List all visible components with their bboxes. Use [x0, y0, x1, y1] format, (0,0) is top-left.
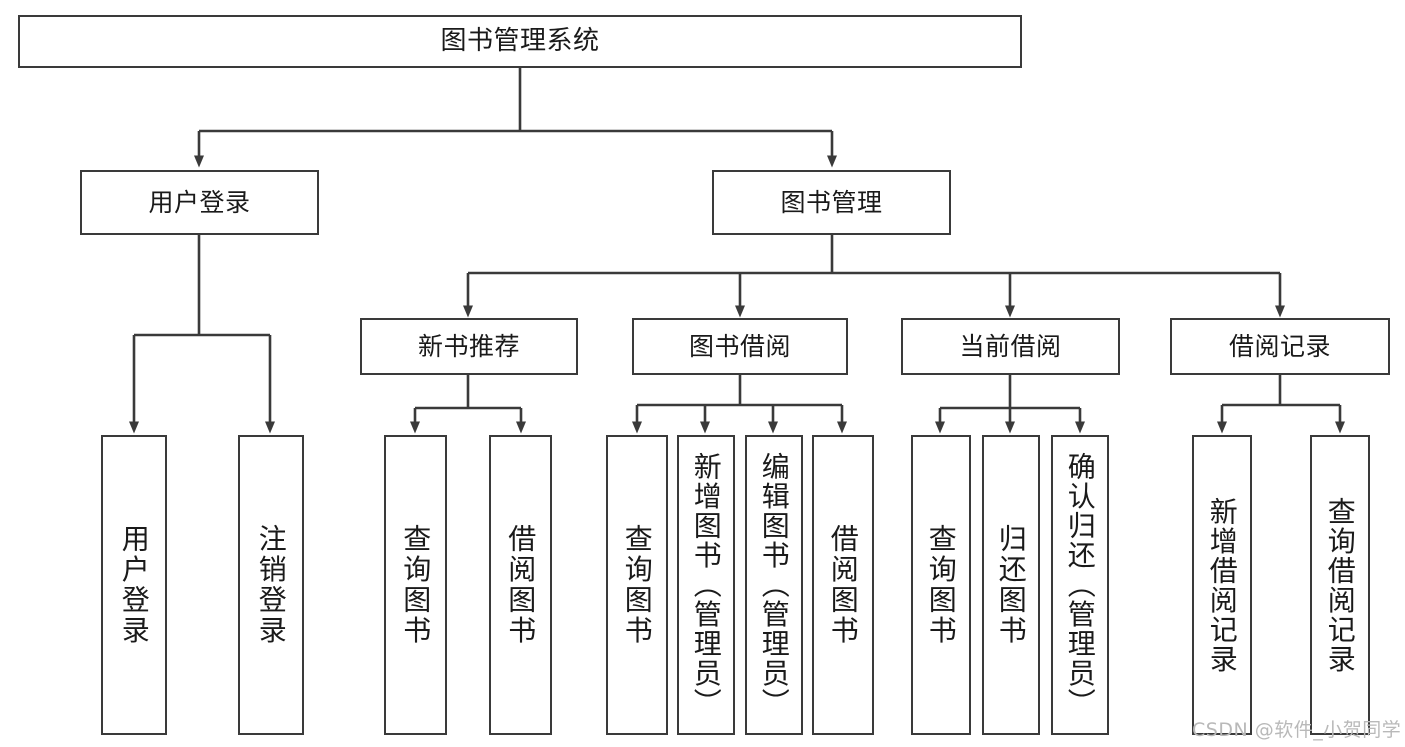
node-label: 图书管理系统 [440, 26, 600, 57]
leaf-current-borrow-query[interactable]: 查询图书 [911, 435, 971, 735]
node-book-borrow[interactable]: 图书借阅 [632, 318, 848, 375]
node-label: 用户登录 [117, 524, 151, 646]
node-label: 确认归还（管理员） [1063, 452, 1097, 718]
node-label: 注销登录 [254, 524, 288, 646]
leaf-book-borrow-edit[interactable]: 编辑图书（管理员） [745, 435, 803, 735]
node-label: 图书管理 [780, 187, 883, 217]
node-label: 当前借阅 [959, 331, 1062, 361]
node-label: 归还图书 [994, 524, 1028, 646]
node-book-management[interactable]: 图书管理 [712, 170, 951, 235]
node-label: 新书推荐 [417, 331, 520, 361]
leaf-borrow-record-query[interactable]: 查询借阅记录 [1310, 435, 1370, 735]
node-user-login[interactable]: 用户登录 [80, 170, 319, 235]
node-label: 查询图书 [924, 524, 958, 646]
node-label: 用户登录 [148, 187, 251, 217]
node-new-book-recommend[interactable]: 新书推荐 [360, 318, 578, 375]
node-label: 查询图书 [399, 524, 433, 646]
leaf-book-borrow-borrow[interactable]: 借阅图书 [812, 435, 874, 735]
node-label: 借阅记录 [1228, 331, 1331, 361]
leaf-new-book-borrow[interactable]: 借阅图书 [489, 435, 552, 735]
leaf-user-login-logout[interactable]: 注销登录 [238, 435, 304, 735]
leaf-new-book-query[interactable]: 查询图书 [384, 435, 447, 735]
node-label: 查询借阅记录 [1323, 496, 1357, 674]
node-root-system[interactable]: 图书管理系统 [18, 15, 1022, 68]
node-label: 借阅图书 [504, 524, 538, 646]
node-label: 图书借阅 [688, 331, 791, 361]
node-borrow-record[interactable]: 借阅记录 [1170, 318, 1390, 375]
node-label: 借阅图书 [826, 524, 860, 646]
node-label: 查询图书 [620, 524, 654, 646]
node-label: 编辑图书（管理员） [757, 452, 791, 718]
leaf-borrow-record-add[interactable]: 新增借阅记录 [1192, 435, 1252, 735]
leaf-current-borrow-return[interactable]: 归还图书 [982, 435, 1040, 735]
node-label: 新增图书（管理员） [689, 452, 723, 718]
leaf-current-borrow-confirm-return[interactable]: 确认归还（管理员） [1051, 435, 1109, 735]
node-label: 新增借阅记录 [1205, 496, 1239, 674]
node-current-borrow[interactable]: 当前借阅 [901, 318, 1120, 375]
leaf-book-borrow-query[interactable]: 查询图书 [606, 435, 668, 735]
leaf-user-login-login[interactable]: 用户登录 [101, 435, 167, 735]
leaf-book-borrow-add[interactable]: 新增图书（管理员） [677, 435, 735, 735]
watermark: CSDN @软件_小贺同学 [1192, 719, 1402, 741]
